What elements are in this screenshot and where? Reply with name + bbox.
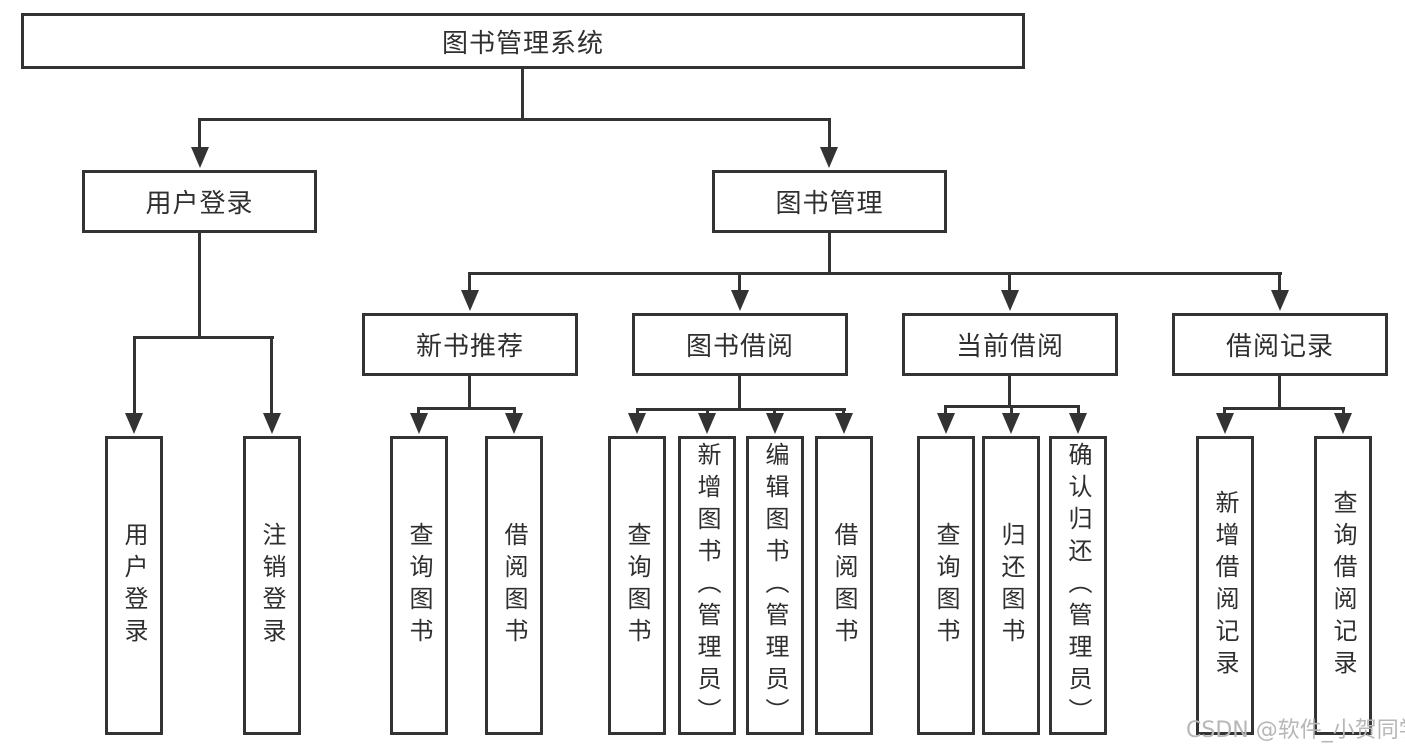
leaf-edit-book-admin: 编辑图书（管理员）: [746, 436, 804, 735]
arrowhead-down-icon: [1216, 413, 1234, 434]
leaf-add-book-admin: 新增图书（管理员）: [678, 436, 736, 735]
node-book-borrow: 图书借阅: [632, 313, 848, 376]
connector-line: [133, 336, 136, 418]
leaf-add-borrow-record: 新增借阅记录: [1196, 436, 1254, 735]
arrowhead-down-icon: [461, 290, 479, 311]
connector-line: [417, 407, 516, 410]
connector-line: [828, 233, 831, 275]
connector-line: [468, 376, 471, 410]
connector-line: [1278, 376, 1281, 410]
connector-line: [198, 118, 201, 152]
connector-line: [1008, 272, 1011, 296]
arrowhead-down-icon: [937, 413, 955, 434]
arrowhead-down-icon: [191, 147, 209, 168]
connector-line: [468, 272, 1282, 275]
arrowhead-down-icon: [1001, 290, 1019, 311]
arrowhead-down-icon: [820, 147, 838, 168]
connector-line: [134, 336, 274, 339]
connector-line: [1008, 376, 1011, 408]
leaf-query-books-borrow: 查询图书: [608, 436, 666, 735]
connector-line: [198, 233, 201, 339]
connector-line: [738, 376, 741, 411]
leaf-query-books-recommend: 查询图书: [390, 436, 448, 735]
connector-line: [636, 408, 846, 411]
arrowhead-down-icon: [1271, 290, 1289, 311]
leaf-borrow-books: 借阅图书: [815, 436, 873, 735]
arrowhead-down-icon: [125, 413, 143, 434]
arrowhead-down-icon: [698, 413, 716, 434]
connector-line: [1010, 405, 1013, 419]
connector-line: [521, 69, 524, 121]
connector-line: [1223, 407, 1345, 410]
arrowhead-down-icon: [835, 413, 853, 434]
leaf-user-login: 用户登录: [105, 436, 163, 735]
leaf-query-borrow-record: 查询借阅记录: [1314, 436, 1372, 735]
connector-line: [1278, 272, 1281, 296]
node-book-management-system: 图书管理系统: [21, 13, 1025, 69]
connector-line: [944, 405, 947, 419]
leaf-logout: 注销登录: [243, 436, 301, 735]
leaf-query-books-current: 查询图书: [917, 436, 975, 735]
arrowhead-down-icon: [410, 413, 428, 434]
leaf-borrow-books-recommend: 借阅图书: [485, 436, 543, 735]
connector-line: [828, 118, 831, 152]
node-user-login: 用户登录: [82, 170, 317, 233]
arrowhead-down-icon: [1334, 413, 1352, 434]
node-borrow-records: 借阅记录: [1172, 313, 1388, 376]
connector-line: [468, 272, 471, 296]
csdn-watermark: CSDN @软件_小贺同学: [1186, 718, 1405, 743]
node-book-management: 图书管理: [712, 170, 947, 233]
connector-line: [1077, 405, 1080, 419]
arrowhead-down-icon: [766, 413, 784, 434]
arrowhead-down-icon: [505, 413, 523, 434]
arrowhead-down-icon: [628, 413, 646, 434]
leaf-return-book: 归还图书: [982, 436, 1040, 735]
arrowhead-down-icon: [1069, 413, 1087, 434]
node-new-book-recommend: 新书推荐: [362, 313, 578, 376]
arrowhead-down-icon: [731, 290, 749, 311]
node-current-borrow: 当前借阅: [902, 313, 1118, 376]
connector-line: [198, 118, 831, 121]
connector-line: [738, 272, 741, 296]
arrowhead-down-icon: [1002, 413, 1020, 434]
connector-line: [270, 336, 273, 418]
arrowhead-down-icon: [263, 413, 281, 434]
leaf-confirm-return-admin: 确认归还（管理员）: [1049, 436, 1107, 735]
